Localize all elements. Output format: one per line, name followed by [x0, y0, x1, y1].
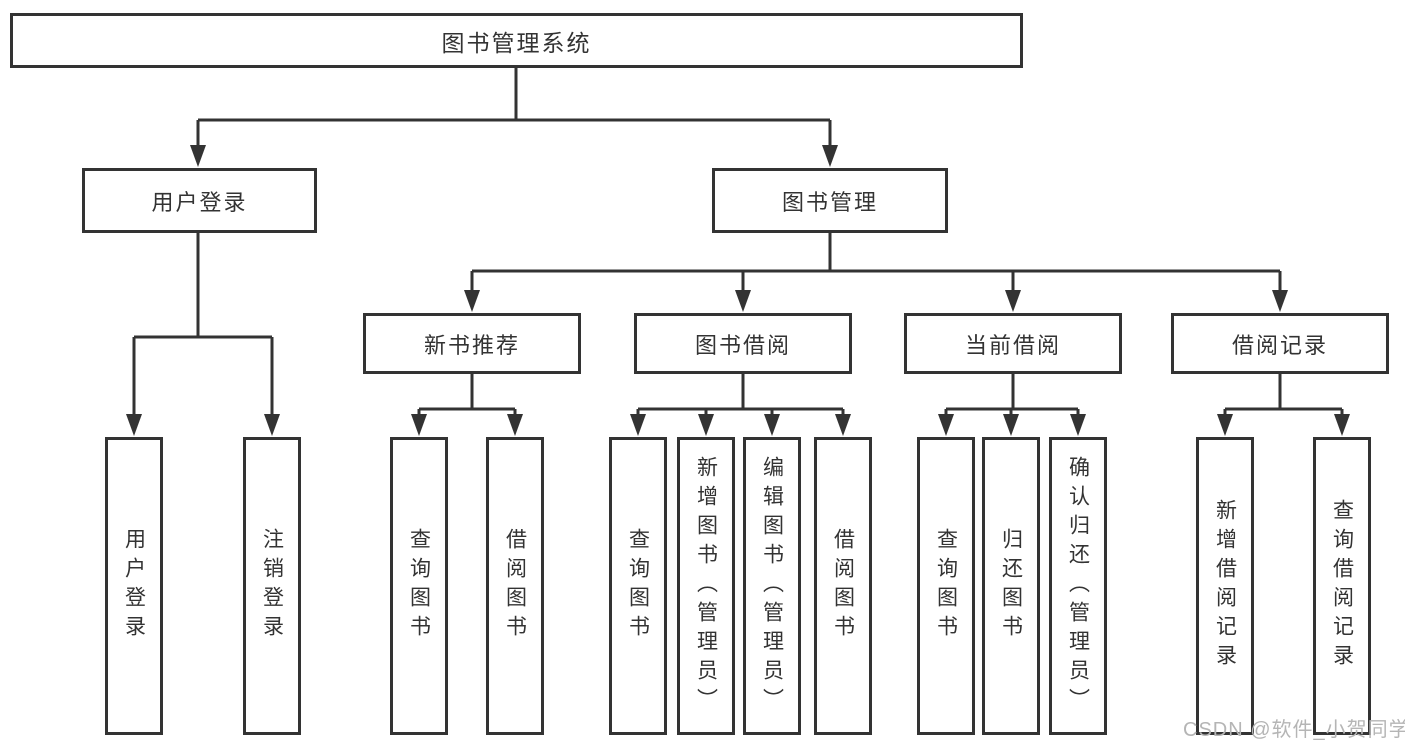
- node-book-mgmt: 图书管理: [712, 168, 948, 233]
- node-borrow-records: 借阅记录: [1171, 313, 1389, 374]
- arrowhead-icon: [630, 414, 646, 436]
- arrowhead-icon: [1003, 414, 1019, 436]
- leaf-cb-query-books: 查询图书: [917, 437, 975, 735]
- arrowhead-icon: [1005, 290, 1021, 312]
- arrowhead-icon: [411, 414, 427, 436]
- connector-book-borrow-to-leaves: [636, 374, 845, 416]
- connector-root-to-level2: [196, 68, 832, 147]
- arrowhead-icon: [938, 414, 954, 436]
- arrowhead-icon: [1217, 414, 1233, 436]
- arrowhead-icon: [735, 290, 751, 312]
- leaf-br-add-record: 新增借阅记录: [1196, 437, 1254, 735]
- leaf-bb-edit-books-admin: 编辑图书（管理员）: [743, 437, 801, 735]
- node-book-borrow: 图书借阅: [634, 313, 852, 374]
- arrowhead-icon: [1272, 290, 1288, 312]
- node-root-system: 图书管理系统: [10, 13, 1023, 68]
- arrowhead-icon: [1070, 414, 1086, 436]
- arrowhead-icon: [507, 414, 523, 436]
- leaf-bb-borrow-books: 借阅图书: [814, 437, 872, 735]
- connector-new-book-rec-to-leaves: [417, 374, 517, 416]
- connector-book-mgmt-to-level3: [470, 233, 1282, 292]
- arrowhead-icon: [698, 414, 714, 436]
- leaf-cb-return-books: 归还图书: [982, 437, 1040, 735]
- connector-current-borrow-to-leaves: [944, 374, 1080, 416]
- connector-user-login-to-leaves: [132, 233, 274, 416]
- connector-borrow-records-to-leaves: [1223, 374, 1344, 416]
- arrowhead-icon: [822, 145, 838, 167]
- leaf-br-query-record: 查询借阅记录: [1313, 437, 1371, 735]
- arrowhead-icon: [264, 414, 280, 436]
- arrowhead-icon: [1334, 414, 1350, 436]
- arrowhead-icon: [835, 414, 851, 436]
- arrowhead-icon: [464, 290, 480, 312]
- leaf-bb-query-books: 查询图书: [609, 437, 667, 735]
- leaf-user-login: 用户登录: [105, 437, 163, 735]
- leaf-nb-borrow-books: 借阅图书: [486, 437, 544, 735]
- arrowhead-icon: [764, 414, 780, 436]
- node-new-book-rec: 新书推荐: [363, 313, 581, 374]
- arrowhead-icon: [190, 145, 206, 167]
- node-user-login: 用户登录: [82, 168, 317, 233]
- leaf-cb-confirm-return-admin: 确认归还（管理员）: [1049, 437, 1107, 735]
- leaf-bb-add-books-admin: 新增图书（管理员）: [677, 437, 735, 735]
- leaf-nb-query-books: 查询图书: [390, 437, 448, 735]
- leaf-logout: 注销登录: [243, 437, 301, 735]
- csdn-watermark: CSDN @软件_小贺同学: [1183, 719, 1405, 741]
- node-current-borrow: 当前借阅: [904, 313, 1122, 374]
- arrowhead-icon: [126, 414, 142, 436]
